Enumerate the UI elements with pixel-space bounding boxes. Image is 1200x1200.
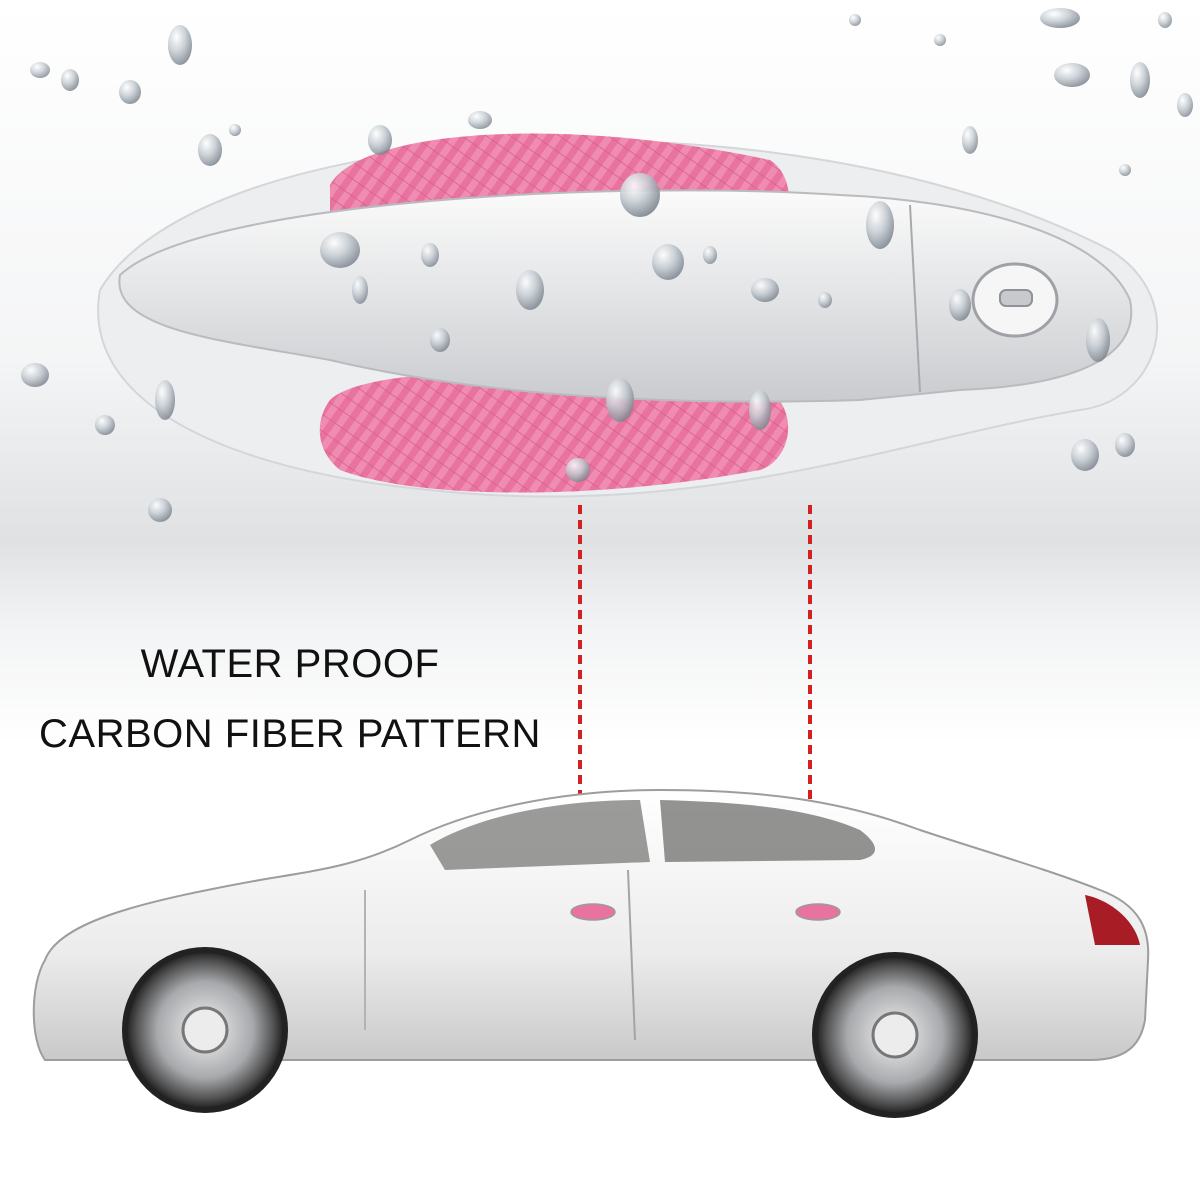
car-windows: [430, 800, 650, 870]
caption-water-proof: WATER PROOF: [140, 642, 440, 686]
handle-seam: [909, 204, 921, 393]
water-drops: [21, 8, 1193, 522]
guide-lines: [578, 505, 812, 895]
water-drop-icon: [620, 173, 660, 217]
water-drop-icon: [1086, 318, 1110, 362]
water-drop-icon: [1119, 164, 1131, 176]
water-drop-icon: [61, 69, 79, 91]
water-drop-icon: [95, 415, 115, 435]
water-drop-icon: [1177, 93, 1193, 117]
water-drop-icon: [1054, 63, 1090, 87]
water-drop-icon: [751, 278, 779, 302]
water-drop-icon: [1115, 433, 1135, 457]
water-drop-icon: [320, 232, 360, 268]
key-slot: [999, 289, 1033, 307]
water-drop-icon: [1040, 8, 1080, 28]
water-drop-icon: [516, 270, 544, 310]
rear-wheel-hub: [871, 1011, 919, 1059]
car-handle-front: [570, 903, 616, 921]
car-rear-window: [660, 800, 875, 862]
water-drop-icon: [849, 14, 861, 26]
water-drop-icon: [1130, 62, 1150, 98]
water-drop-icon: [119, 80, 141, 104]
front-wheel-hub: [181, 1006, 229, 1054]
water-drop-icon: [818, 292, 832, 308]
water-drop-icon: [430, 328, 450, 352]
water-drop-icon: [703, 246, 717, 264]
caption-carbon-fiber-pattern: CARBON FIBER PATTERN: [39, 712, 541, 756]
water-drop-icon: [652, 244, 684, 280]
water-drop-icon: [229, 124, 241, 136]
water-drop-icon: [148, 498, 172, 522]
water-drop-icon: [21, 363, 49, 387]
film-lower: [319, 371, 789, 493]
water-drop-icon: [934, 34, 946, 46]
water-drop-icon: [949, 289, 971, 321]
car-illustration: [32, 788, 1150, 1118]
water-drop-icon: [566, 458, 590, 482]
water-drop-icon: [749, 390, 771, 430]
water-drop-icon: [198, 134, 222, 166]
water-drop-icon: [168, 25, 192, 65]
car-handle-rear: [795, 903, 841, 921]
water-drop-icon: [155, 380, 175, 420]
door-seam-front: [627, 869, 636, 1041]
water-drop-icon: [962, 126, 978, 154]
water-drop-icon: [468, 111, 492, 129]
water-drop-icon: [421, 243, 439, 267]
water-drop-icon: [352, 276, 368, 304]
water-drop-icon: [30, 62, 50, 78]
water-drop-icon: [866, 201, 894, 249]
water-drop-icon: [368, 125, 392, 155]
water-drop-icon: [1071, 439, 1099, 471]
tail-light: [1085, 895, 1140, 945]
water-drop-icon: [606, 378, 634, 422]
water-drop-icon: [1158, 12, 1172, 28]
